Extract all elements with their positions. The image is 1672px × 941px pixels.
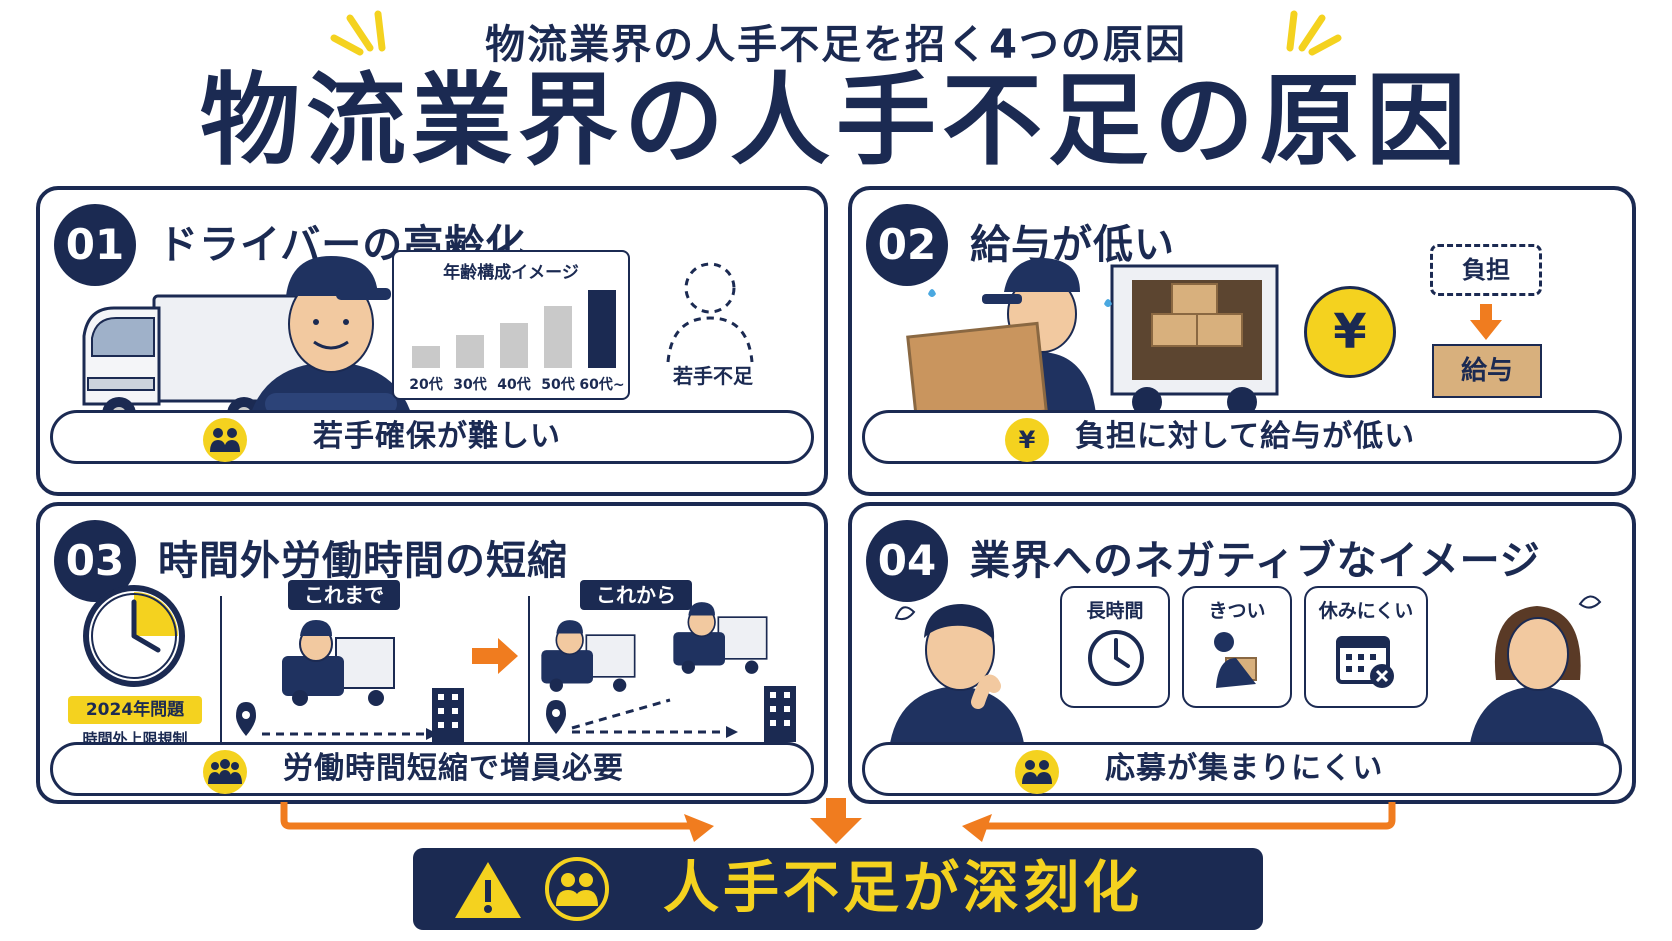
- yen-coin-icon: ¥: [1304, 286, 1396, 378]
- panel-footer: 若手確保が難しい: [50, 410, 814, 464]
- image-card-hard-to-rest: 休みにくい: [1304, 586, 1428, 708]
- chart-bar: [500, 323, 528, 368]
- divider: [220, 596, 222, 746]
- worried-man-icon: [888, 604, 1026, 760]
- panel-footer: ¥ 負担に対して給与が低い: [862, 410, 1622, 464]
- missing-young-person-icon: [666, 262, 754, 363]
- image-card-long-hours: 長時間: [1060, 586, 1170, 708]
- footer-text: 応募が集まりにくい: [1105, 751, 1384, 786]
- result-banner: 人手不足が深刻化: [413, 848, 1263, 930]
- chart-tick-label: 40代: [497, 377, 531, 393]
- chart-tick-label: 50代: [541, 377, 575, 393]
- panel-title: 給与が低い: [970, 222, 1175, 268]
- yen-symbol: ¥: [1333, 304, 1367, 360]
- truck-driver-icon: [673, 602, 768, 674]
- calendar-cancel-icon: [1336, 636, 1394, 688]
- image-card-tough: きつい: [1182, 586, 1292, 708]
- people-icon: [545, 857, 609, 921]
- chart-bar: [412, 346, 440, 368]
- people-icon: [203, 418, 247, 462]
- burst-right-icon: [1286, 10, 1342, 56]
- after-tag: これから: [580, 580, 692, 610]
- panel-number: 02: [866, 204, 948, 286]
- card-label: 休みにくい: [1318, 600, 1414, 622]
- panel-footer: 応募が集まりにくい: [862, 742, 1622, 796]
- panel-02: 02 給与が低い ¥ 負担 給与 ¥ 負担に対して給与が低い: [848, 186, 1636, 496]
- panel-number: 01: [54, 204, 136, 286]
- yen-icon: ¥: [1005, 418, 1049, 462]
- salary-box: 給与: [1432, 344, 1542, 398]
- chart-tick-label: 60代~: [579, 377, 625, 393]
- clock-icon: [83, 585, 185, 687]
- card-label: 長時間: [1086, 600, 1144, 622]
- warning-icon: [455, 862, 521, 918]
- route-after-icon: [546, 698, 738, 738]
- chart-bar: [588, 290, 616, 368]
- panel-footer: 労働時間短縮で増員必要: [50, 742, 814, 796]
- footer-text: 労働時間短縮で増員必要: [283, 751, 624, 786]
- truck-driver-icon: [282, 620, 395, 706]
- card-label: きつい: [1208, 600, 1266, 622]
- before-tag: これまで: [288, 580, 400, 610]
- result-text: 人手不足が深刻化: [663, 856, 1143, 921]
- people-icon: [1015, 750, 1059, 794]
- chart-tick-label: 30代: [453, 377, 487, 393]
- truck-driver-icon: [541, 620, 636, 692]
- building-icon: [764, 686, 796, 742]
- chart-title: 年齢構成イメージ: [443, 263, 579, 283]
- arrow-right-icon: [472, 638, 518, 674]
- burden-label: 負担: [1462, 256, 1510, 284]
- clock-icon: [1088, 630, 1144, 686]
- footer-text: 負担に対して給与が低い: [1075, 419, 1416, 454]
- panel-title: 時間外労働時間の短縮: [158, 538, 568, 584]
- subtitle: 物流業界の人手不足を招く4つの原因: [485, 22, 1187, 68]
- panel-number: 04: [866, 520, 948, 602]
- group-icon: [203, 750, 247, 794]
- chart-tick-label: 20代: [409, 377, 443, 393]
- panel-title: 業界へのネガティブなイメージ: [970, 538, 1541, 584]
- building-icon: [432, 688, 464, 744]
- flow-arrows: [280, 798, 1396, 844]
- worker-lifting-icon: [1214, 632, 1257, 688]
- badge-text: 2024年問題: [85, 700, 185, 720]
- footer-text: 若手確保が難しい: [313, 419, 561, 454]
- worker-carrying-box-icon: [906, 258, 1279, 424]
- worried-woman-icon: [1468, 595, 1606, 760]
- panel-04: 04 業界へのネガティブなイメージ 長時間 きつい 休みにくい: [848, 502, 1636, 804]
- burden-box: 負担: [1430, 244, 1542, 296]
- salary-label: 給与: [1460, 356, 1513, 386]
- chart-bar: [544, 306, 572, 368]
- arrow-down-icon: [1470, 304, 1502, 340]
- page-title: 物流業界の人手不足の原因: [200, 62, 1472, 179]
- chart-bar: [456, 335, 484, 368]
- panel-03: 03 時間外労働時間の短縮 2024年問題 時間外上限規制 これまで これから: [36, 502, 828, 804]
- burst-left-icon: [330, 10, 386, 56]
- side-label: 若手不足: [673, 364, 753, 388]
- badge-2024: 2024年問題: [68, 696, 202, 724]
- divider: [528, 596, 530, 746]
